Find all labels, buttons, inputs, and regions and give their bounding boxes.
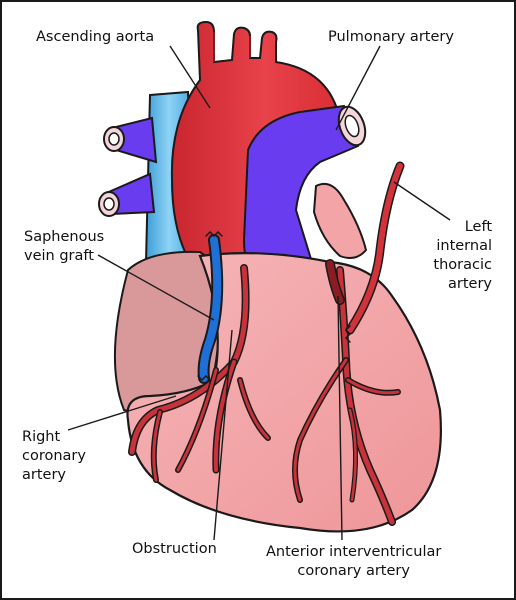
label-lita-line-4: artery: [448, 276, 492, 292]
leader-obstruction: [213, 329, 233, 541]
label-lita-line-3: thoracic: [433, 257, 492, 273]
label-saphenous-line-2: vein graft: [24, 248, 94, 264]
leader-right-coronary-artery: [67, 395, 177, 431]
leader-anterior-interventricular: [337, 295, 343, 541]
saphenous-vein-graft-vessel: [197, 230, 224, 384]
leader-lines: [67, 45, 451, 541]
label-right-coronary-artery: Right coronary artery: [22, 428, 86, 485]
label-aiv-line-2: coronary artery: [297, 563, 410, 579]
label-saphenous-line-1: Saphenous: [24, 229, 105, 245]
left-atrial-appendage: [312, 182, 368, 259]
label-rca-line-1: Right: [22, 429, 61, 445]
leader-saphenous-vein-graft: [97, 254, 215, 321]
leader-left-internal-thoracic-artery: [393, 181, 451, 221]
label-rca-line-3: artery: [22, 467, 66, 483]
label-left-internal-thoracic-artery: Left internal thoracic artery: [433, 218, 492, 294]
leader-pulmonary-artery: [335, 45, 381, 131]
label-obstruction: Obstruction: [132, 541, 217, 557]
label-lita-line-1: Left: [464, 219, 492, 235]
label-aiv-line-1: Anterior interventricular: [266, 544, 442, 560]
label-pulmonary-artery: Pulmonary artery: [328, 29, 454, 45]
coronary-arteries: [128, 259, 401, 526]
label-lita-line-2: internal: [436, 238, 492, 254]
label-anterior-interventricular-coronary-artery: Anterior interventricular coronary arter…: [266, 543, 441, 581]
label-ascending-aorta: Ascending aorta: [36, 29, 155, 45]
label-saphenous-vein-graft: Saphenous vein graft: [24, 228, 104, 266]
label-rca-line-2: coronary: [22, 448, 86, 464]
leader-ascending-aorta: [169, 45, 211, 109]
lita-graft: [344, 161, 405, 343]
